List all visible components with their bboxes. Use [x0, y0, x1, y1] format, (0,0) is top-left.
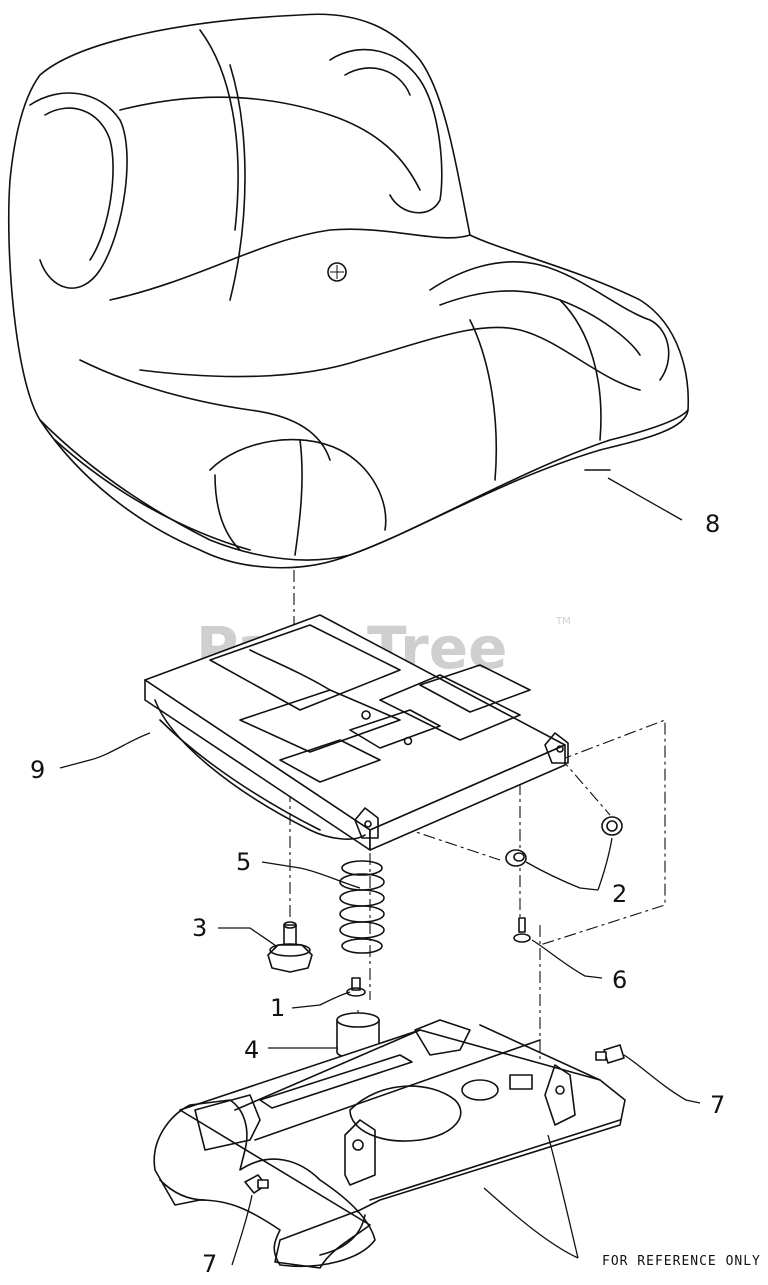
- callout-7-left: 7: [202, 1250, 217, 1278]
- callout-7-right: 7: [710, 1091, 725, 1119]
- watermark-trademark: TM: [555, 616, 571, 627]
- callout-2: 2: [612, 880, 627, 908]
- reference-only-note: FOR REFERENCE ONLY: [602, 1254, 761, 1269]
- callout-8: 8: [705, 510, 720, 538]
- callout-5: 5: [236, 848, 251, 876]
- nut-parts: [505, 816, 623, 867]
- callout-4: 4: [244, 1036, 259, 1064]
- seat-pan-part: [144, 614, 569, 851]
- seat-part: [7, 13, 690, 569]
- callout-6: 6: [612, 966, 627, 994]
- callout-9: 9: [30, 756, 45, 784]
- spring-part: [339, 860, 385, 954]
- leader-lines: [59, 477, 701, 1266]
- base-frame-reference: [153, 1019, 626, 1269]
- callout-1: 1: [270, 994, 285, 1022]
- knob-part: [267, 921, 313, 973]
- callout-3: 3: [192, 914, 207, 942]
- pin-part: [346, 977, 366, 997]
- stud-part: [513, 917, 531, 943]
- bolt-parts: [244, 1044, 625, 1194]
